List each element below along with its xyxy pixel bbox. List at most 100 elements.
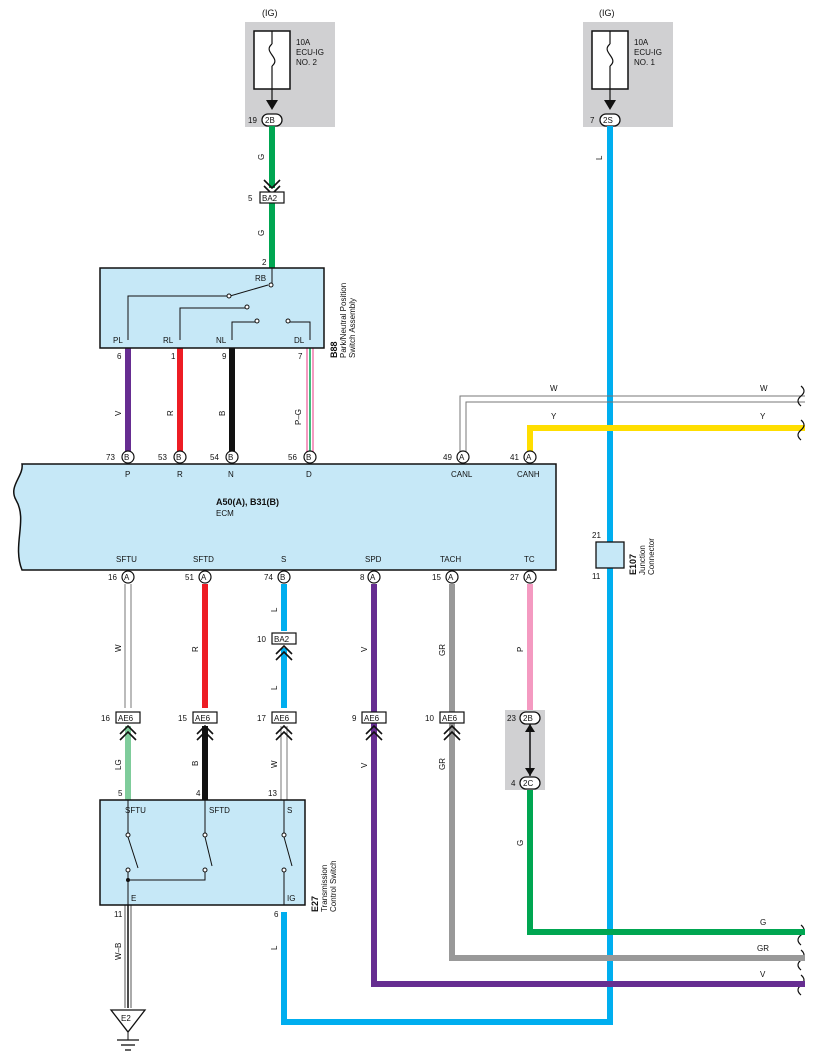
wire-s-white: W	[270, 726, 288, 800]
connector-pin: 10	[257, 635, 266, 644]
connector-pin: 10	[425, 714, 434, 723]
wire-color-label: P	[516, 647, 525, 652]
wire-spd-violet: V V V	[360, 584, 805, 987]
connector-ba2-top: BA2 5	[248, 179, 285, 204]
connector-ae6-spd: AE6 9	[352, 711, 387, 741]
tcs-pin: 13	[268, 789, 277, 798]
fuse-name-line2: NO. 2	[296, 58, 317, 67]
wire-canl-white: W W	[459, 384, 805, 452]
ecm-top-pin: B 54 N	[210, 450, 239, 479]
fuse-ecu-ig-no1: (IG) 10A ECU-IG NO. 1 2S 7	[583, 8, 673, 127]
wire-color-label: G	[516, 840, 525, 846]
ecm: A50(A), B31(B) ECM B 73 P B 53 R B 54 N …	[13, 450, 557, 584]
connector-label: AE6	[442, 714, 458, 723]
ecm-pin-label: P	[125, 470, 130, 479]
connector-pin: 5	[248, 194, 253, 203]
ecm-bottom-pin: A 8 SPD	[360, 555, 382, 584]
fuse-connector-label: 2S	[603, 116, 613, 125]
fuse-ig-label: (IG)	[599, 8, 615, 18]
ecm-pin-connector: A	[526, 453, 532, 462]
wire-color-label: V	[360, 646, 369, 652]
connector-label: BA2	[262, 194, 278, 203]
wire-tc-green-out: G G	[516, 790, 805, 935]
wire-color-label: R	[191, 646, 200, 652]
wire-color-label: L	[270, 945, 279, 950]
wire-e-ground: W–B L	[114, 905, 279, 1008]
wire-nl-black: B	[218, 348, 235, 452]
ecm-top-pin: A 49 CANL	[443, 450, 473, 479]
pnp-pin: 9	[222, 352, 227, 361]
wire-color-label: L	[270, 607, 279, 612]
wire-color-label: V	[360, 762, 369, 768]
tcs-e-label: E	[131, 894, 136, 903]
wire-canh-yellow: Y Y	[527, 412, 805, 452]
ecm-name: ECM	[216, 509, 234, 518]
wire-color-label: G	[257, 154, 266, 160]
ecm-pin-connector: A	[370, 573, 376, 582]
transmission-control-switch: 5 4 13 SFTU SFTD S E IG 11 6 E27 Transmi…	[99, 789, 338, 919]
pnp-rb-label: RB	[255, 274, 266, 283]
junction-id: E107	[628, 554, 638, 575]
connector-2b-2c: 2B 23 2C 4	[505, 710, 545, 790]
ground-label: E2	[121, 1014, 131, 1023]
connector-ae6-tach: AE6 10	[425, 711, 465, 741]
ecm-bottom-pin: A 51 SFTD	[185, 555, 214, 584]
fuse-ig-label: (IG)	[262, 8, 278, 18]
connector-label: AE6	[118, 714, 134, 723]
wire-color-label: W	[114, 644, 123, 652]
wire-break-marks	[797, 385, 805, 996]
ecm-pin-number: 15	[432, 573, 441, 582]
wire-color-label: B	[218, 411, 227, 416]
ecm-pin-connector: B	[280, 573, 285, 582]
connector-ba2-s: BA2 10	[257, 632, 297, 661]
ecm-pin-label: CANL	[451, 470, 473, 479]
ecm-top-pin: B 56 D	[288, 450, 317, 479]
fuse-rating: 10A	[634, 38, 649, 47]
connector-label: 2C	[523, 779, 533, 788]
tcs-name-line2: Control Switch	[329, 860, 338, 912]
wire-color-label: LG	[114, 759, 123, 770]
wire-tach-gray: GR GR GR	[438, 584, 805, 961]
connector-ae6-sftd: AE6 15	[178, 711, 218, 741]
wire-sftd-black: B	[191, 726, 208, 800]
pnp-pin: 1	[171, 352, 176, 361]
tcs-pin: 5	[118, 789, 123, 798]
junction-pin-bottom: 11	[592, 572, 601, 581]
wire-color-label: L	[595, 155, 604, 160]
ecm-pin-number: 74	[264, 573, 273, 582]
connector-label: BA2	[274, 635, 290, 644]
ecm-pin-number: 54	[210, 453, 219, 462]
ecm-pin-number: 73	[106, 453, 115, 462]
wire-color-label: V	[114, 410, 123, 416]
ecm-pin-label: TC	[524, 555, 535, 564]
pnp-name: Park/Neutral Position	[339, 283, 348, 358]
ecm-pin-label: SPD	[365, 555, 382, 564]
ecm-pin-label: D	[306, 470, 312, 479]
wire-sftu-light-green: LG	[114, 726, 131, 800]
wire-color-label: L	[270, 685, 279, 690]
connector-pin: 16	[101, 714, 110, 723]
ecm-bottom-pin: A 27 TC	[510, 555, 537, 584]
wire-tc-pink: P	[516, 584, 533, 712]
ecm-pin-number: 8	[360, 573, 365, 582]
wire-color-label: R	[166, 410, 175, 416]
tcs-e-pin: 11	[114, 910, 123, 919]
wire-color-label: W	[550, 384, 558, 393]
tcs-name: Transmission	[320, 865, 329, 912]
wire-color-label: W	[270, 760, 279, 768]
junction-connector-e107: 21 11 E107 Junction Connector	[592, 531, 656, 581]
wire-s-blue: L L	[270, 584, 287, 708]
tcs-terminal-sftd: SFTD	[209, 806, 230, 815]
ecm-pin-connector: A	[448, 573, 454, 582]
ecm-bottom-pin: B 74 S	[264, 555, 291, 584]
connector-pin: 15	[178, 714, 187, 723]
ecm-pin-connector: A	[459, 453, 465, 462]
wire-color-label: Y	[760, 412, 766, 421]
ecm-pin-label: CANH	[517, 470, 540, 479]
ecm-pin-number: 49	[443, 453, 452, 462]
junction-name-line2: Connector	[647, 538, 656, 575]
ecm-pin-label: TACH	[440, 555, 461, 564]
connector-ae6-s: AE6 17	[257, 711, 297, 741]
fuse-pin: 7	[590, 116, 595, 125]
